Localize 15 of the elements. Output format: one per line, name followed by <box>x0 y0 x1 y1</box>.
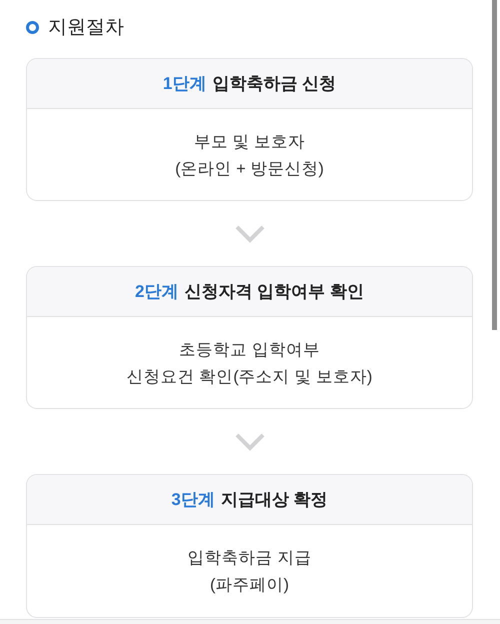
chevron-arrow <box>236 434 264 451</box>
step-card <box>26 266 473 409</box>
step-description: 초등학교 입학여부 신청요건 확인(주소지 및 보호자) <box>126 340 372 388</box>
step-description: 입학축하금 지급 (파주페이) <box>188 548 312 596</box>
step-label: 2단계 <box>135 281 178 303</box>
section-title: 지원절차 <box>48 16 124 40</box>
step-label: 3단계 <box>171 489 215 511</box>
step-label: 1단계 <box>162 73 206 95</box>
step-card <box>26 58 473 201</box>
step-title: 지급대상 확정 <box>220 489 328 511</box>
step-title: 입학축하금 신청 <box>212 73 336 95</box>
step-description: 부모 및 보호자 (온라인 + 방문신청) <box>175 132 324 180</box>
step-card <box>26 474 473 618</box>
step-title: 신청자격 입학여부 확인 <box>184 281 364 303</box>
chevron-arrow <box>236 226 264 243</box>
